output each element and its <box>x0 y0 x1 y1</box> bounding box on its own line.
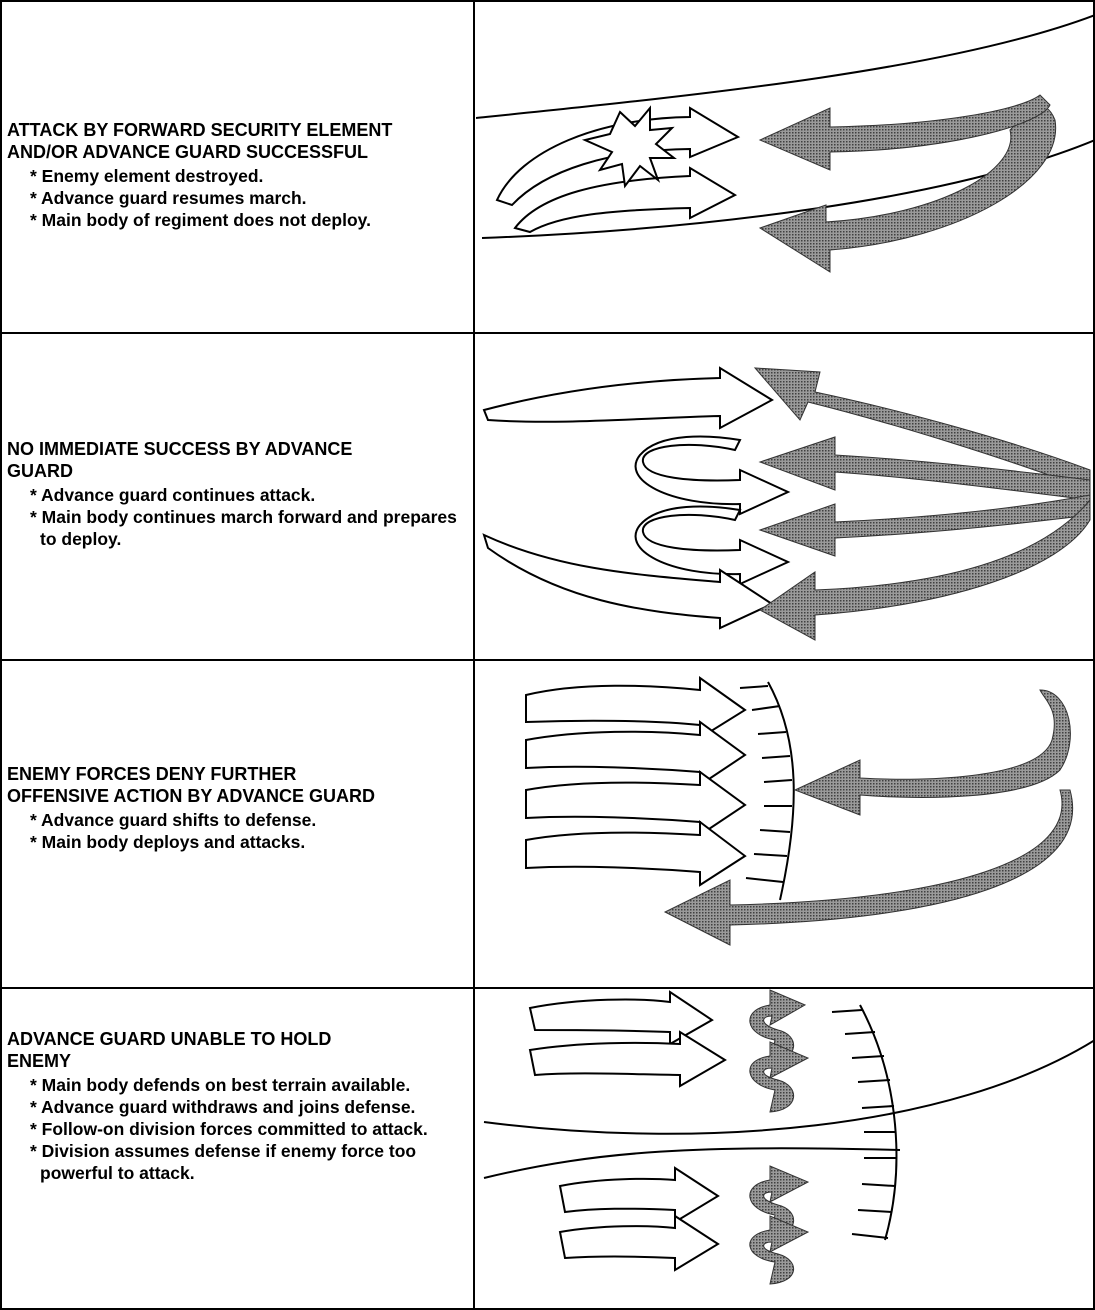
spiral-arrow-4 <box>750 1216 808 1284</box>
panel-1-text: ATTACK BY FORWARD SECURITY ELEMENT AND/O… <box>0 0 474 333</box>
panel-1-heading: ATTACK BY FORWARD SECURITY ELEMENT AND/O… <box>7 119 474 163</box>
panel-2-bullets: * Advance guard continues attack. * Main… <box>7 484 474 550</box>
panel-4-text: ADVANCE GUARD UNABLE TO HOLD ENEMY * Mai… <box>0 988 474 1310</box>
defensive-line <box>768 682 794 900</box>
hollow-arrow-loop-1 <box>636 436 788 514</box>
panel-2-heading: NO IMMEDIATE SUCCESS BY ADVANCE GUARD <box>7 438 474 482</box>
panel-2-diagram <box>476 333 1095 660</box>
hollow-arrow-loop-2 <box>636 506 788 584</box>
panel-1-diagram <box>476 0 1095 333</box>
hollow-arrow-4 <box>526 822 745 885</box>
panel-1-bullet-3: * Main body of regiment does not deploy. <box>7 209 474 231</box>
panel-3-text: ENEMY FORCES DENY FURTHER OFFENSIVE ACTI… <box>0 660 474 988</box>
panel-4-bullet-4: * Division assumes defense if enemy forc… <box>7 1140 474 1184</box>
panel-3: ENEMY FORCES DENY FURTHER OFFENSIVE ACTI… <box>0 660 1095 988</box>
panel-2-bullet-2: * Main body continues march forward and … <box>7 506 474 550</box>
road-line-bottom <box>484 1148 900 1178</box>
panel-2-bullet-1: * Advance guard continues attack. <box>7 484 474 506</box>
hollow-arrow-bottom <box>484 535 772 628</box>
panel-4-bullet-1: * Main body defends on best terrain avai… <box>7 1074 474 1096</box>
panel-4-diagram <box>476 988 1095 1310</box>
hollow-arrow-top <box>484 368 772 428</box>
shaded-arrow-right <box>795 690 1070 815</box>
panel-1: ATTACK BY FORWARD SECURITY ELEMENT AND/O… <box>0 0 1095 333</box>
defensive-line-ticks <box>740 686 792 882</box>
panel-1-bullet-2: * Advance guard resumes march. <box>7 187 474 209</box>
defensive-line <box>860 1005 896 1240</box>
panel-3-bullet-1: * Advance guard shifts to defense. <box>7 809 474 831</box>
hollow-arrow-1 <box>526 678 745 738</box>
panel-3-diagram <box>476 660 1095 988</box>
panel-4: ADVANCE GUARD UNABLE TO HOLD ENEMY * Mai… <box>0 988 1095 1310</box>
hollow-arrow-2 <box>526 722 745 785</box>
panel-4-bullets: * Main body defends on best terrain avai… <box>7 1074 474 1184</box>
defensive-line-ticks <box>832 1010 896 1238</box>
panel-4-bullet-3: * Follow-on division forces committed to… <box>7 1118 474 1140</box>
panel-3-bullets: * Advance guard shifts to defense. * Mai… <box>7 809 474 853</box>
road-line-top <box>476 15 1095 118</box>
panel-4-bullet-2: * Advance guard withdraws and joins defe… <box>7 1096 474 1118</box>
panel-1-bullet-1: * Enemy element destroyed. <box>7 165 474 187</box>
hollow-arrow-bottom-1 <box>560 1168 718 1222</box>
panel-2: NO IMMEDIATE SUCCESS BY ADVANCE GUARD * … <box>0 333 1095 660</box>
panel-1-bullets: * Enemy element destroyed. * Advance gua… <box>7 165 474 231</box>
panel-4-heading: ADVANCE GUARD UNABLE TO HOLD ENEMY <box>7 1028 474 1072</box>
panel-3-bullet-2: * Main body deploys and attacks. <box>7 831 474 853</box>
panel-3-heading: ENEMY FORCES DENY FURTHER OFFENSIVE ACTI… <box>7 763 474 807</box>
hollow-arrow-bottom-2 <box>560 1216 718 1270</box>
hollow-arrow-top-2 <box>530 1032 725 1086</box>
panel-2-text: NO IMMEDIATE SUCCESS BY ADVANCE GUARD * … <box>0 333 474 660</box>
spiral-arrow-2 <box>750 1042 808 1112</box>
hollow-arrow-3 <box>526 772 745 835</box>
